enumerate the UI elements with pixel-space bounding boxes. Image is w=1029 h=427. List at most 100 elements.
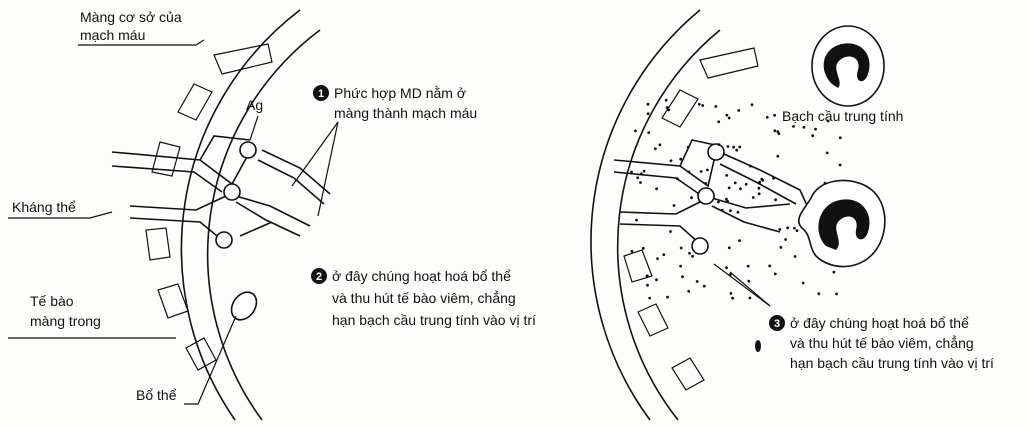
mediator-dot — [757, 192, 761, 196]
leader-antibody — [8, 211, 113, 219]
step-3-line-3: hạn bạch cầu trung tính vào vị trí — [790, 355, 994, 371]
antigen-circle — [697, 187, 715, 205]
mediator-dot — [656, 257, 659, 260]
mediator-dot — [658, 143, 662, 147]
right-panel: Bạch cầu trung tính 3 ở đây chúng hoạt h… — [590, 9, 994, 421]
mediator-dot — [702, 284, 706, 288]
mediator-dot — [695, 280, 699, 283]
antigen-molecules-right — [691, 143, 725, 255]
label-antigen: Ag — [246, 97, 263, 113]
leader-step3-a — [713, 263, 771, 307]
mediator-dot — [750, 103, 754, 107]
mediator-dot — [795, 229, 799, 233]
step-3: 3 ở đây chúng hoạt hoá bổ thể và thu hút… — [769, 315, 994, 371]
mediator-dot — [747, 279, 751, 283]
endothelial-cells — [145, 43, 273, 371]
mediator-dot — [779, 246, 783, 249]
mediator-dot — [690, 196, 693, 200]
step-2-line-1: ở đây chúng hoạt hoá bổ thể — [332, 268, 511, 284]
mediator-dot — [731, 296, 735, 300]
neutrophil-migrating — [797, 179, 886, 268]
mediator-dot — [758, 180, 762, 184]
mediator-dot — [748, 296, 752, 300]
mediator-dot — [814, 127, 817, 131]
mediator-dot — [768, 264, 772, 268]
vessel-wall-inner-right — [616, 29, 721, 421]
mediator-dot — [639, 181, 642, 184]
antibody-complex — [111, 135, 331, 241]
label-basement-membrane-2: mạch máu — [80, 27, 145, 43]
mediator-dot — [641, 246, 645, 250]
vessel-wall-inner — [206, 29, 321, 421]
mediator-dot — [679, 246, 683, 250]
endothelial-cells-right — [623, 47, 759, 391]
mediator-dot — [646, 102, 650, 106]
red-cell-fragment — [755, 340, 761, 352]
mediator-dot — [725, 197, 728, 201]
neutrophil-top — [811, 25, 885, 107]
mediator-dot — [792, 125, 795, 128]
mediator-dot — [655, 278, 658, 282]
mediator-dot — [648, 296, 652, 300]
mediator-dot — [717, 143, 721, 147]
mediator-dot — [706, 168, 709, 172]
mediator-dot — [679, 157, 683, 161]
leader-step3-b — [729, 271, 771, 307]
mediator-dot — [802, 125, 806, 129]
antigen-circle — [691, 237, 709, 255]
step-3-number: 3 — [774, 318, 780, 330]
mediator-dot — [646, 112, 650, 116]
mediator-dot — [646, 283, 649, 287]
mediator-dot — [665, 106, 669, 109]
leader-step1-b — [317, 121, 339, 217]
mediator-dot — [727, 116, 731, 120]
mediator-dot — [640, 172, 643, 176]
mediator-dot — [669, 159, 673, 163]
mediator-dot — [714, 105, 718, 108]
mediator-dot — [630, 170, 633, 174]
step-1: 1 Phức hợp MD nằm ở màng thành mạch máu — [313, 85, 477, 121]
mediator-dot — [727, 246, 731, 250]
mediator-dot — [739, 187, 742, 191]
mediator-dot — [737, 109, 741, 112]
mediator-dot — [777, 132, 781, 136]
step-3-line-2: và thu hút tế bào viêm, chẳng — [790, 334, 974, 351]
complement-shape — [230, 291, 258, 321]
mediator-dot — [773, 272, 777, 276]
mediator-dot — [669, 230, 672, 233]
vessel-wall-outer-right — [590, 9, 701, 421]
mediator-dot — [773, 129, 777, 133]
mediator-dot — [749, 164, 752, 168]
step-3-line-1: ở đây chúng hoạt hoá bổ thể — [790, 315, 969, 331]
antigen-circle — [215, 231, 233, 249]
mediator-dot — [786, 226, 790, 230]
mediator-dot — [717, 200, 720, 204]
leader-complement — [184, 315, 237, 405]
mediator-dot — [634, 129, 637, 133]
mediator-dot — [691, 254, 694, 258]
mediator-dot — [681, 275, 684, 279]
antibody-complex-right — [613, 139, 811, 245]
mediator-dot — [784, 238, 787, 241]
mediator-dot — [772, 176, 775, 180]
mediator-dot — [751, 196, 755, 199]
mediator-dot — [672, 204, 676, 207]
mediator-dot — [699, 170, 703, 173]
step-1-number: 1 — [318, 88, 324, 100]
label-neutrophil: Bạch cầu trung tính — [782, 108, 903, 124]
mediator-dot — [642, 169, 646, 173]
mediator-dot — [735, 148, 739, 152]
mediator-dot — [647, 131, 651, 135]
mediator-dot — [667, 108, 671, 112]
mediator-dot — [773, 113, 776, 117]
mediator-dot — [688, 251, 691, 255]
mediator-dot — [776, 154, 780, 158]
mediator-dots — [630, 98, 846, 300]
mediator-dot — [645, 274, 649, 278]
mediator-dot — [725, 113, 729, 117]
mediator-dot — [760, 177, 764, 181]
mediator-dot — [717, 120, 721, 124]
step-2: 2 ở đây chúng hoạt hoá bổ thể và thu hút… — [311, 268, 536, 328]
